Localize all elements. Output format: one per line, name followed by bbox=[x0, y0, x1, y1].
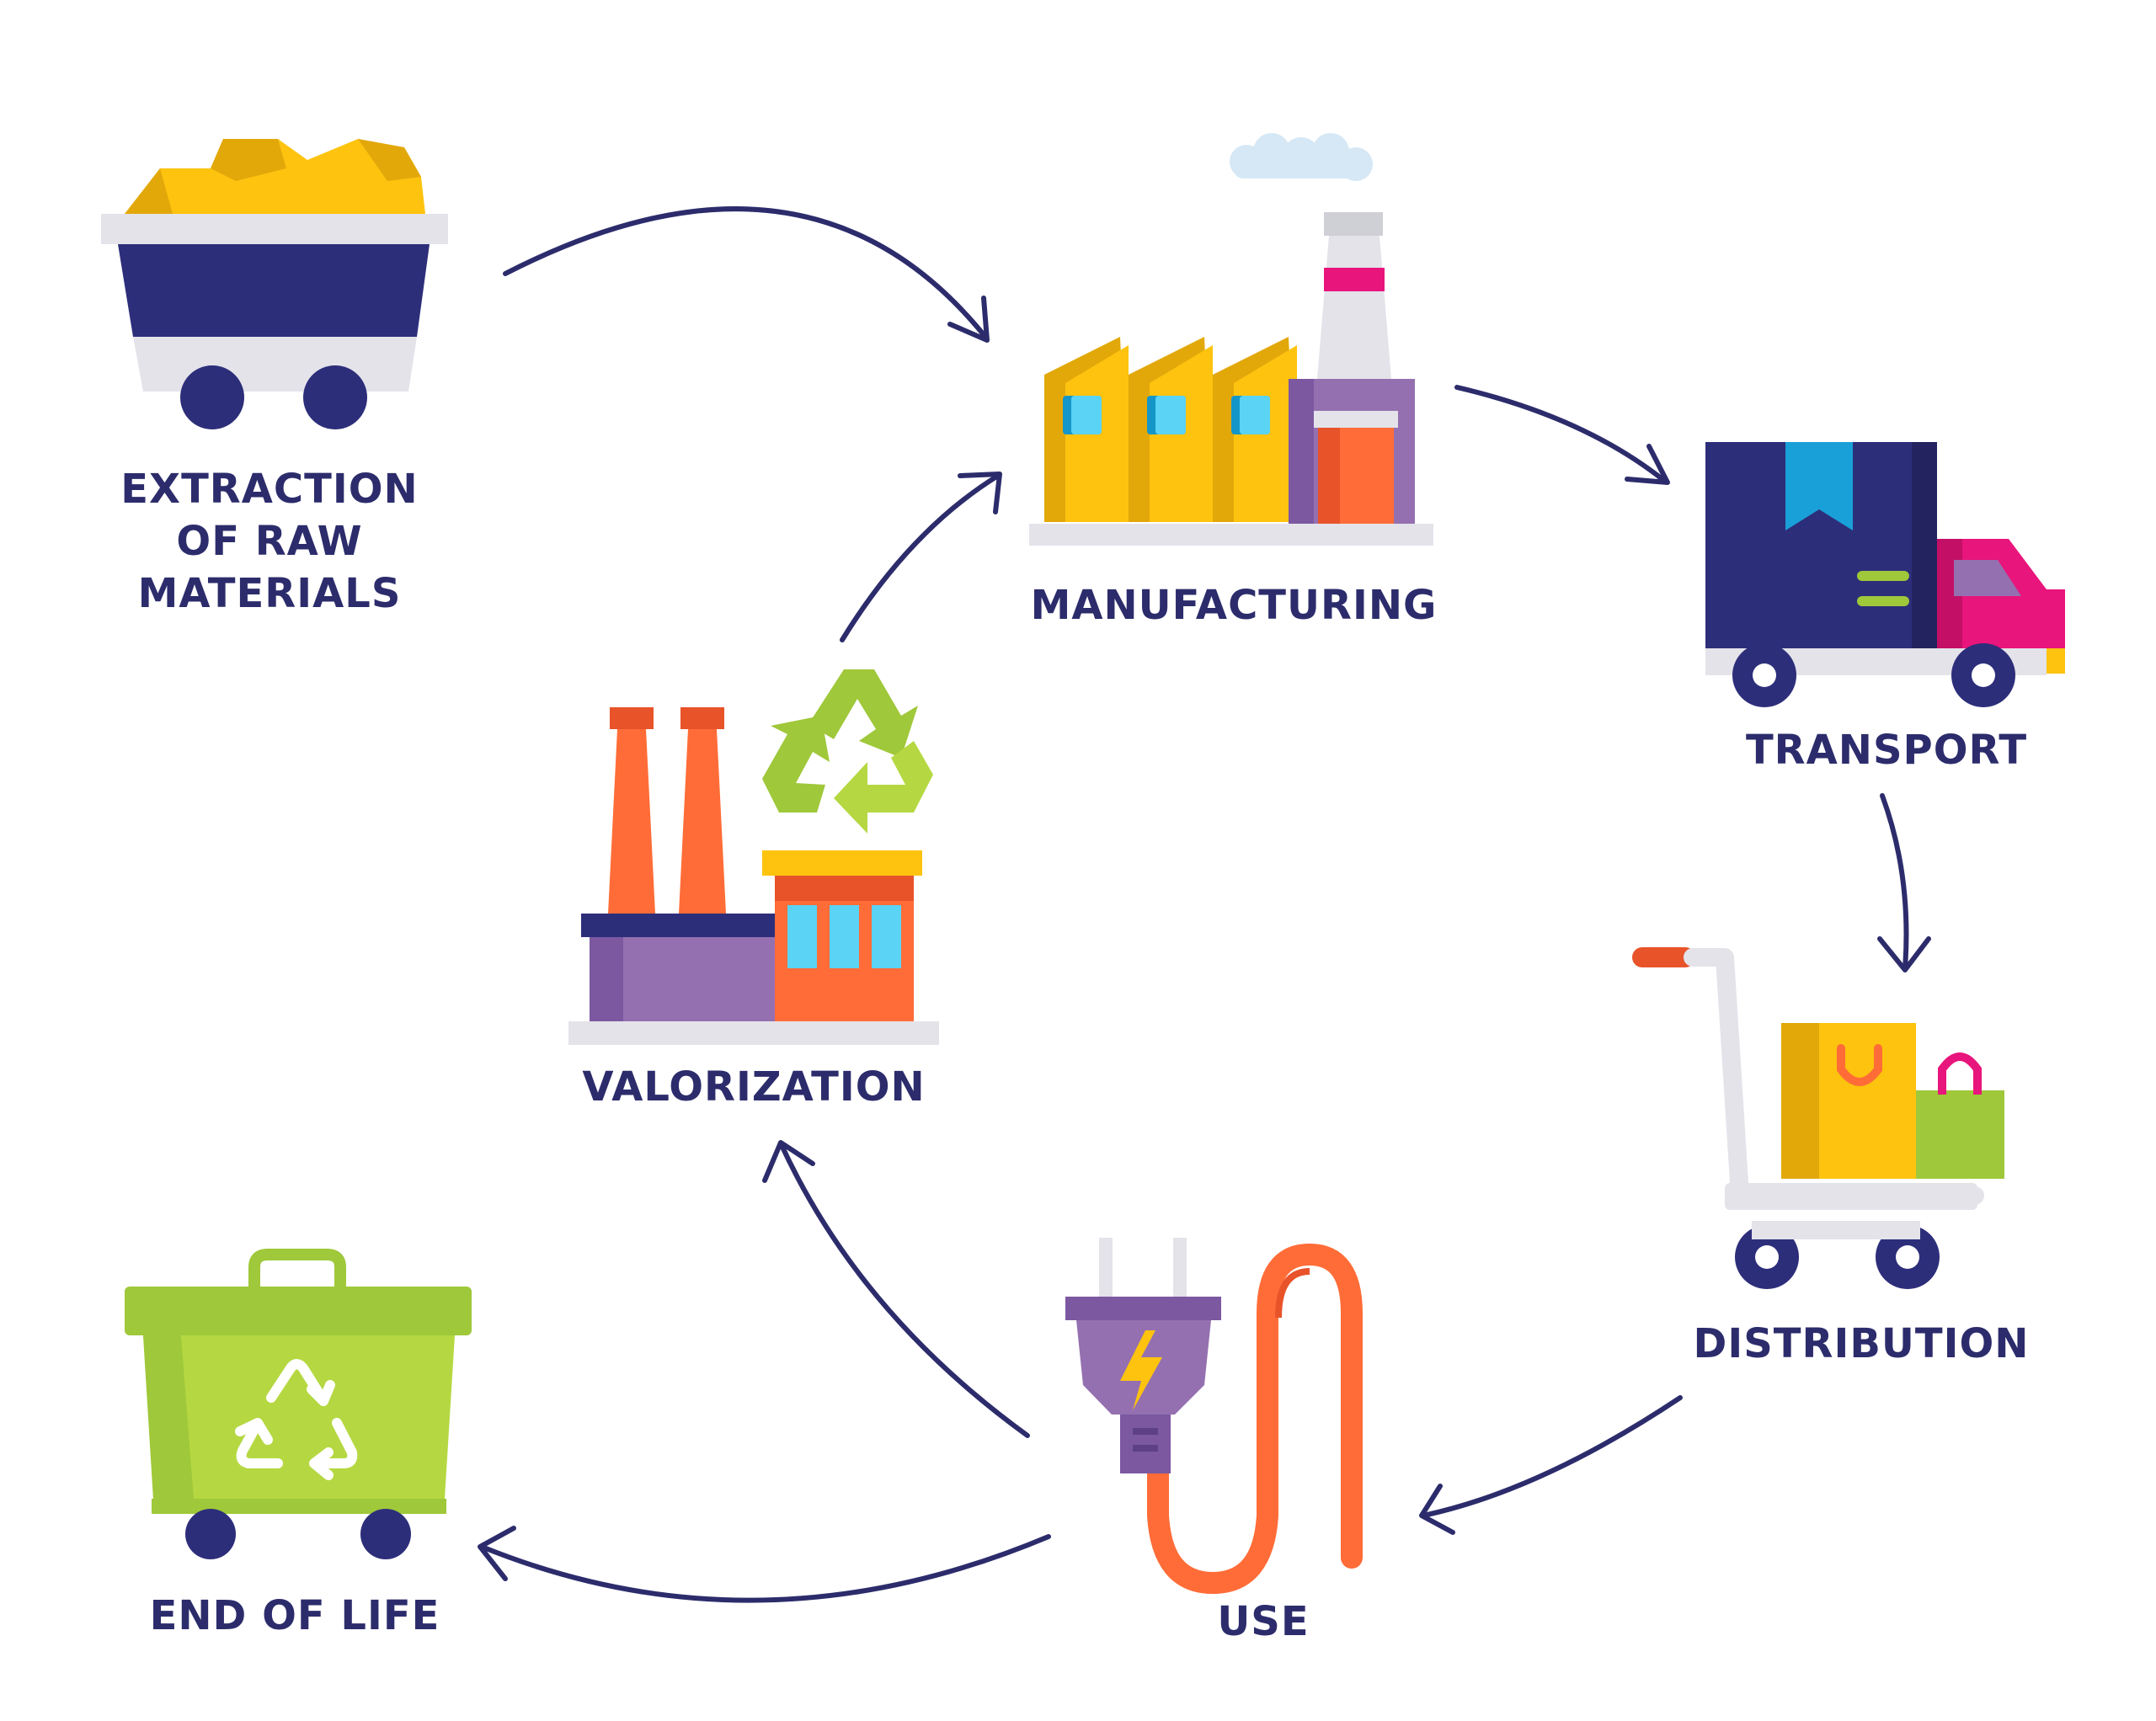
mine-cart-icon bbox=[101, 139, 448, 429]
recycle-symbol-icon bbox=[762, 669, 933, 834]
end-of-life-label: END OF LIFE bbox=[149, 1592, 440, 1639]
factory-icon bbox=[1029, 133, 1433, 546]
use-label: USE bbox=[1217, 1598, 1310, 1645]
arrow-extraction-to-manufacturing bbox=[503, 206, 990, 343]
arrow-distribution-to-use bbox=[1419, 1395, 1683, 1535]
manufacturing-label: MANUFACTURING bbox=[1030, 582, 1438, 629]
extraction-label: EXTRACTION OF RAW MATERIALS bbox=[120, 466, 419, 617]
power-plug-icon bbox=[1065, 1238, 1363, 1595]
shopping-cart-icon bbox=[1632, 947, 2004, 1289]
distribution-label: DISTRIBUTION bbox=[1693, 1320, 2030, 1367]
arrow-transport-to-distribution bbox=[1877, 793, 1931, 972]
arrow-manufacturing-to-transport bbox=[1454, 385, 1670, 485]
arrow-use-to-valorization bbox=[762, 1140, 1030, 1438]
arrow-use-to-end-of-life bbox=[478, 1526, 1051, 1603]
valorization-label: VALORIZATION bbox=[582, 1063, 926, 1111]
arrow-valorization-to-manufacturing bbox=[840, 472, 1002, 642]
delivery-truck-icon bbox=[1705, 442, 2065, 707]
transport-label: TRANSPORT bbox=[1745, 727, 2028, 774]
recycle-symbol-icon bbox=[235, 1359, 358, 1480]
recycling-plant-icon bbox=[568, 669, 939, 1045]
recycle-bin-icon bbox=[125, 1249, 472, 1559]
